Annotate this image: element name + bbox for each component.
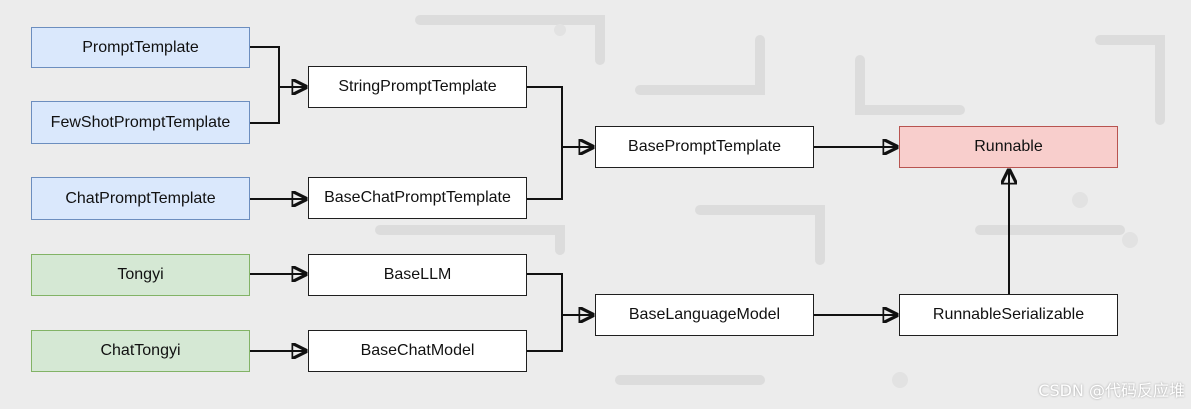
node-few-shot-prompt-template: FewShotPromptTemplate (31, 101, 250, 144)
edge-basellm-to-baselanguage (527, 273, 593, 315)
node-base-llm: BaseLLM (308, 254, 527, 296)
node-base-chat-model: BaseChatModel (308, 330, 527, 372)
node-string-prompt-template: StringPromptTemplate (308, 66, 527, 108)
node-base-prompt-template: BasePromptTemplate (595, 126, 814, 168)
node-chat-prompt-template: ChatPromptTemplate (31, 177, 250, 220)
node-base-chat-prompt-template: BaseChatPromptTemplate (308, 177, 527, 219)
node-prompt-template: PromptTemplate (31, 27, 250, 68)
edge-prompt-to-string (250, 46, 306, 87)
edge-basechat-to-baseprompt (527, 147, 563, 200)
watermark-text: CSDN @代码反应堆 (1038, 381, 1185, 400)
node-runnable: Runnable (899, 126, 1118, 168)
edge-fewshot-to-string (250, 87, 280, 124)
node-base-language-model: BaseLanguageModel (595, 294, 814, 336)
edge-string-to-baseprompt (527, 86, 593, 147)
node-tongyi: Tongyi (31, 254, 250, 296)
node-runnable-serializable: RunnableSerializable (899, 294, 1118, 336)
edge-basechatmodel-to-baselanguage (527, 315, 563, 352)
node-chat-tongyi: ChatTongyi (31, 330, 250, 372)
